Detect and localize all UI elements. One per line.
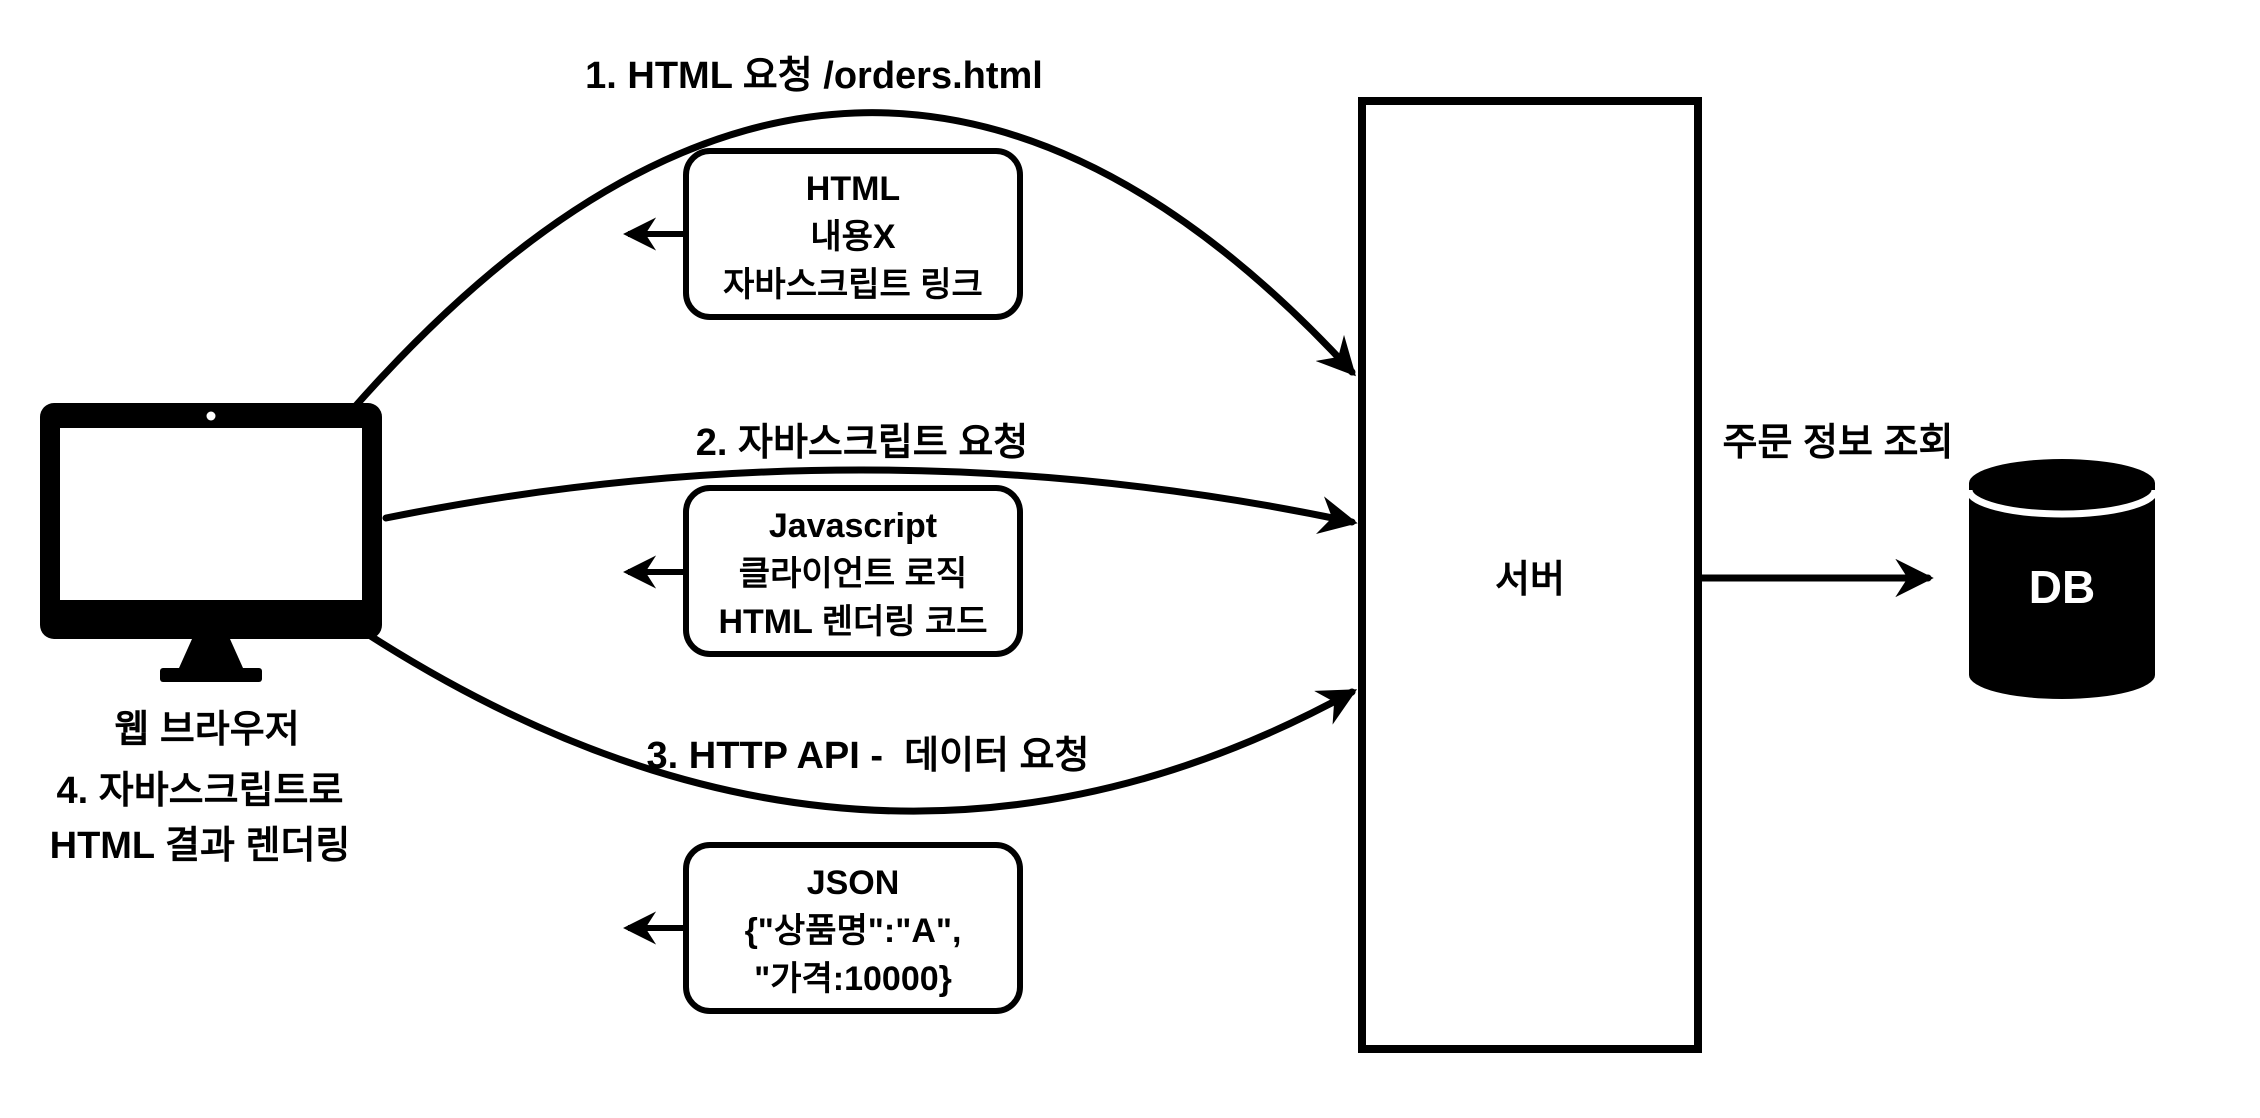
response-box-json-line2: {"상품명":"A", — [745, 912, 962, 950]
server-label: 서버 — [1495, 559, 1565, 601]
step1-label: 1. HTML 요청 /orders.html — [585, 55, 1043, 97]
response-box-json-title: JSON — [807, 864, 900, 902]
response-box-json: JSON {"상품명":"A", "가격:10000} — [683, 842, 1023, 1014]
server-box — [1358, 97, 1702, 1053]
monitor-stand — [179, 639, 243, 668]
step2-label: 2. 자바스크립트 요청 — [696, 422, 1029, 464]
response-box-json-line3: "가격:10000} — [754, 960, 952, 998]
response-box-json-border — [683, 842, 1023, 1014]
db-query-label: 주문 정보 조회 — [1723, 422, 1954, 464]
database-label: DB — [2029, 561, 2095, 613]
response-box-html-line3: 자바스크립트 링크 — [723, 266, 983, 304]
db-cylinder-body — [1969, 483, 2155, 699]
monitor-base — [160, 668, 262, 682]
request-arrow-1 — [348, 109, 1356, 414]
response-box-javascript: Javascript 클라이언트 로직 HTML 렌더링 코드 — [683, 485, 1023, 657]
response-box-html-border — [683, 148, 1023, 320]
response-box-javascript-border — [683, 485, 1023, 657]
monitor-camera-dot — [206, 411, 216, 421]
step4-label-line2: HTML 결과 렌더링 — [50, 825, 351, 867]
response-box-html: HTML 내용X 자바스크립트 링크 — [683, 148, 1023, 320]
response-box-html-line2: 내용X — [810, 218, 896, 256]
browser-monitor-icon — [40, 403, 382, 682]
response-box-html-title: HTML — [806, 170, 900, 208]
step4-label-line1: 4. 자바스크립트로 — [57, 770, 344, 812]
database-icon: DB — [1965, 459, 2159, 699]
db-lid-separator — [1965, 489, 2159, 518]
response-box-javascript-line2: 클라이언트 로직 — [739, 555, 967, 593]
db-cylinder-lid — [1969, 459, 2155, 507]
response-box-javascript-title: Javascript — [769, 507, 937, 545]
step3-label: 3. HTTP API - 데이터 요청 — [647, 735, 1090, 777]
request-arrow-3 — [342, 616, 1358, 815]
monitor-screen — [60, 428, 362, 600]
browser-label: 웹 브라우저 — [114, 709, 299, 751]
response-box-javascript-line3: HTML 렌더링 코드 — [718, 603, 987, 641]
request-arrow-2 — [382, 466, 1358, 535]
